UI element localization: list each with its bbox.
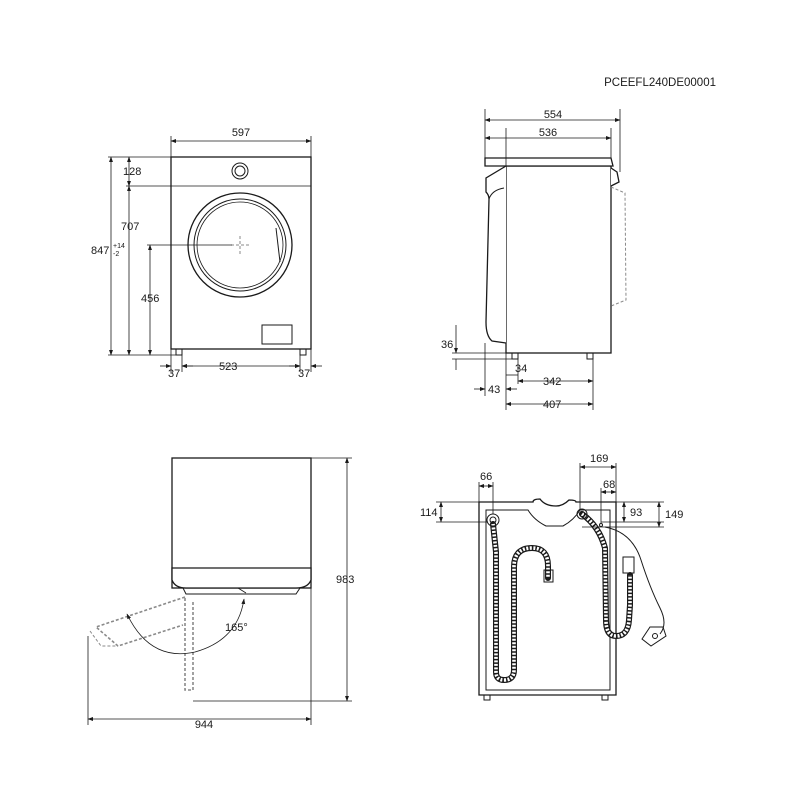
product-code: PCEEFL240DE00001 <box>604 77 716 89</box>
dim-height-tol-plus: +14 <box>113 243 125 250</box>
rear-foot-left <box>483 694 491 701</box>
dim-total-depth: 554 <box>544 109 562 121</box>
dim-body-depth: 536 <box>539 127 557 139</box>
door-open-vertical <box>184 598 194 691</box>
dim-total-height: 983 <box>336 574 354 586</box>
dim-front-height: 847 <box>91 245 109 257</box>
foot-right <box>299 348 307 356</box>
top-view-cabinet <box>171 457 312 589</box>
dim-drain-offset: 66 <box>480 471 492 483</box>
top-lid <box>484 157 614 167</box>
dim-door-top: 707 <box>121 221 139 233</box>
rear-pipes <box>610 186 627 307</box>
dim-drain-height: 114 <box>420 507 438 519</box>
front-view: 597 847 +14 -2 128 707 456 37 523 37 <box>91 127 322 380</box>
side-cabinet <box>505 165 612 354</box>
side-foot-rear <box>586 352 594 360</box>
side-foot-front <box>511 352 519 360</box>
dim-foot-offset-right: 37 <box>298 368 310 380</box>
dim-door-angle: 165° <box>225 622 248 634</box>
side-view: 554 536 36 34 342 43 407 <box>441 109 627 411</box>
dim-foot-inset: 34 <box>515 363 527 375</box>
inlet-hose-connector <box>622 556 635 574</box>
dim-door-center: 456 <box>141 293 159 305</box>
dim-foot-span-side: 342 <box>543 376 561 388</box>
dim-height-tol-minus: -2 <box>113 251 119 258</box>
top-view-front-panel <box>171 567 312 589</box>
dim-total-width: 944 <box>195 719 213 731</box>
power-plug-icon <box>641 626 667 647</box>
rear-bracket <box>610 167 620 187</box>
dim-knob-offset: 128 <box>123 166 141 178</box>
service-flap <box>261 324 293 345</box>
dim-inlet-offset: 169 <box>590 453 608 465</box>
dim-inlet-height-long: 149 <box>665 509 683 521</box>
dim-foot-height: 36 <box>441 339 453 351</box>
dim-front-width: 597 <box>232 127 250 139</box>
power-cable <box>604 526 665 635</box>
dim-foot-to-back: 407 <box>543 399 561 411</box>
dim-inlet-height-short: 93 <box>630 507 642 519</box>
door-handle <box>275 227 281 263</box>
door-profile <box>485 165 507 344</box>
dim-inlet-small-offset: 68 <box>603 479 615 491</box>
inlet-valve-icon <box>576 508 588 520</box>
drain-hose-end <box>543 569 554 583</box>
program-knob-icon <box>231 162 249 180</box>
door-open-outline <box>94 596 186 647</box>
rear-panel-inner <box>485 509 611 691</box>
foot-left <box>175 348 183 356</box>
rear-foot-right <box>601 694 609 701</box>
rear-view: 66 114 169 68 93 149 <box>420 453 683 701</box>
door-open-view: 165° 983 944 <box>87 457 354 731</box>
dim-foot-span: 523 <box>219 361 237 373</box>
dim-foot-offset-left: 37 <box>168 368 180 380</box>
door-center-cross-icon <box>231 236 249 254</box>
dim-front-overhang: 43 <box>488 384 500 396</box>
top-view-door <box>182 587 301 595</box>
door-angle-arc <box>126 598 246 655</box>
